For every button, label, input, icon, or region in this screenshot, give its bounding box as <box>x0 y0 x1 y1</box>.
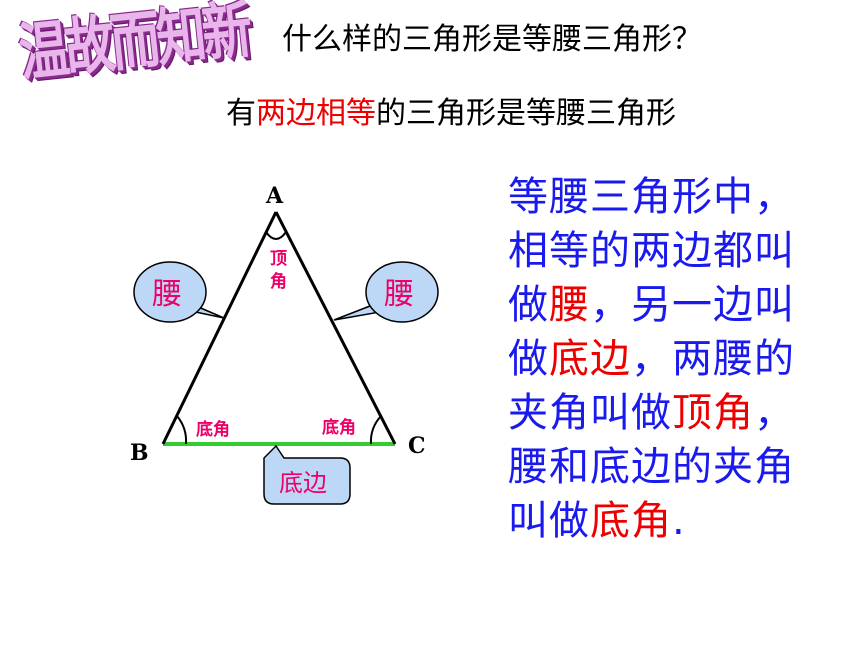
definition-part-1: 等腰三角形中，相等的两边都叫做 <box>508 174 795 328</box>
base-label: 底边 <box>279 469 327 497</box>
answer-highlight: 两边相等 <box>256 96 376 131</box>
question-text: 什么样的三角形是等腰三角形？ <box>282 22 702 57</box>
term-base-angle: 底角 <box>590 498 672 544</box>
definition-part-2: ，另一边叫做 <box>508 282 795 382</box>
left-leg-label: 腰 <box>152 277 182 312</box>
vertex-c-label: C <box>408 433 426 459</box>
apex-angle-label-2: 角 <box>270 271 287 292</box>
vertex-a-label: A <box>265 183 284 209</box>
answer-text: 有两边相等的三角形是等腰三角形 <box>226 88 676 132</box>
left-base-angle-label: 底角 <box>196 419 230 440</box>
base-callout <box>263 444 351 505</box>
definition-part-5: . <box>672 498 686 544</box>
answer-before: 有 <box>226 96 256 131</box>
term-leg: 腰 <box>549 282 590 328</box>
term-apex-angle: 顶角 <box>672 390 754 436</box>
definition-part-3: ，两腰的夹角叫做 <box>508 336 795 436</box>
right-leg-line <box>274 211 397 445</box>
right-base-angle-arc <box>369 415 382 445</box>
vertex-b-label: B <box>130 440 149 466</box>
right-base-angle-label: 底角 <box>322 417 356 438</box>
definition-text: 等腰三角形中，相等的两边都叫做腰，另一边叫做底边，两腰的夹角叫做顶角，腰和底边的… <box>508 170 818 548</box>
term-base: 底边 <box>549 336 631 382</box>
answer-after: 的三角形是等腰三角形 <box>376 96 676 131</box>
left-leg-line <box>161 211 278 445</box>
left-base-angle-arc <box>176 415 188 445</box>
right-leg-bubble <box>365 261 439 323</box>
right-leg-label: 腰 <box>384 277 414 312</box>
left-leg-bubble <box>133 261 207 323</box>
apex-angle-label-1: 顶 <box>270 249 287 269</box>
definition-part-4: ，腰和底边的夹角叫做 <box>508 390 795 544</box>
apex-angle-arc <box>265 231 287 240</box>
